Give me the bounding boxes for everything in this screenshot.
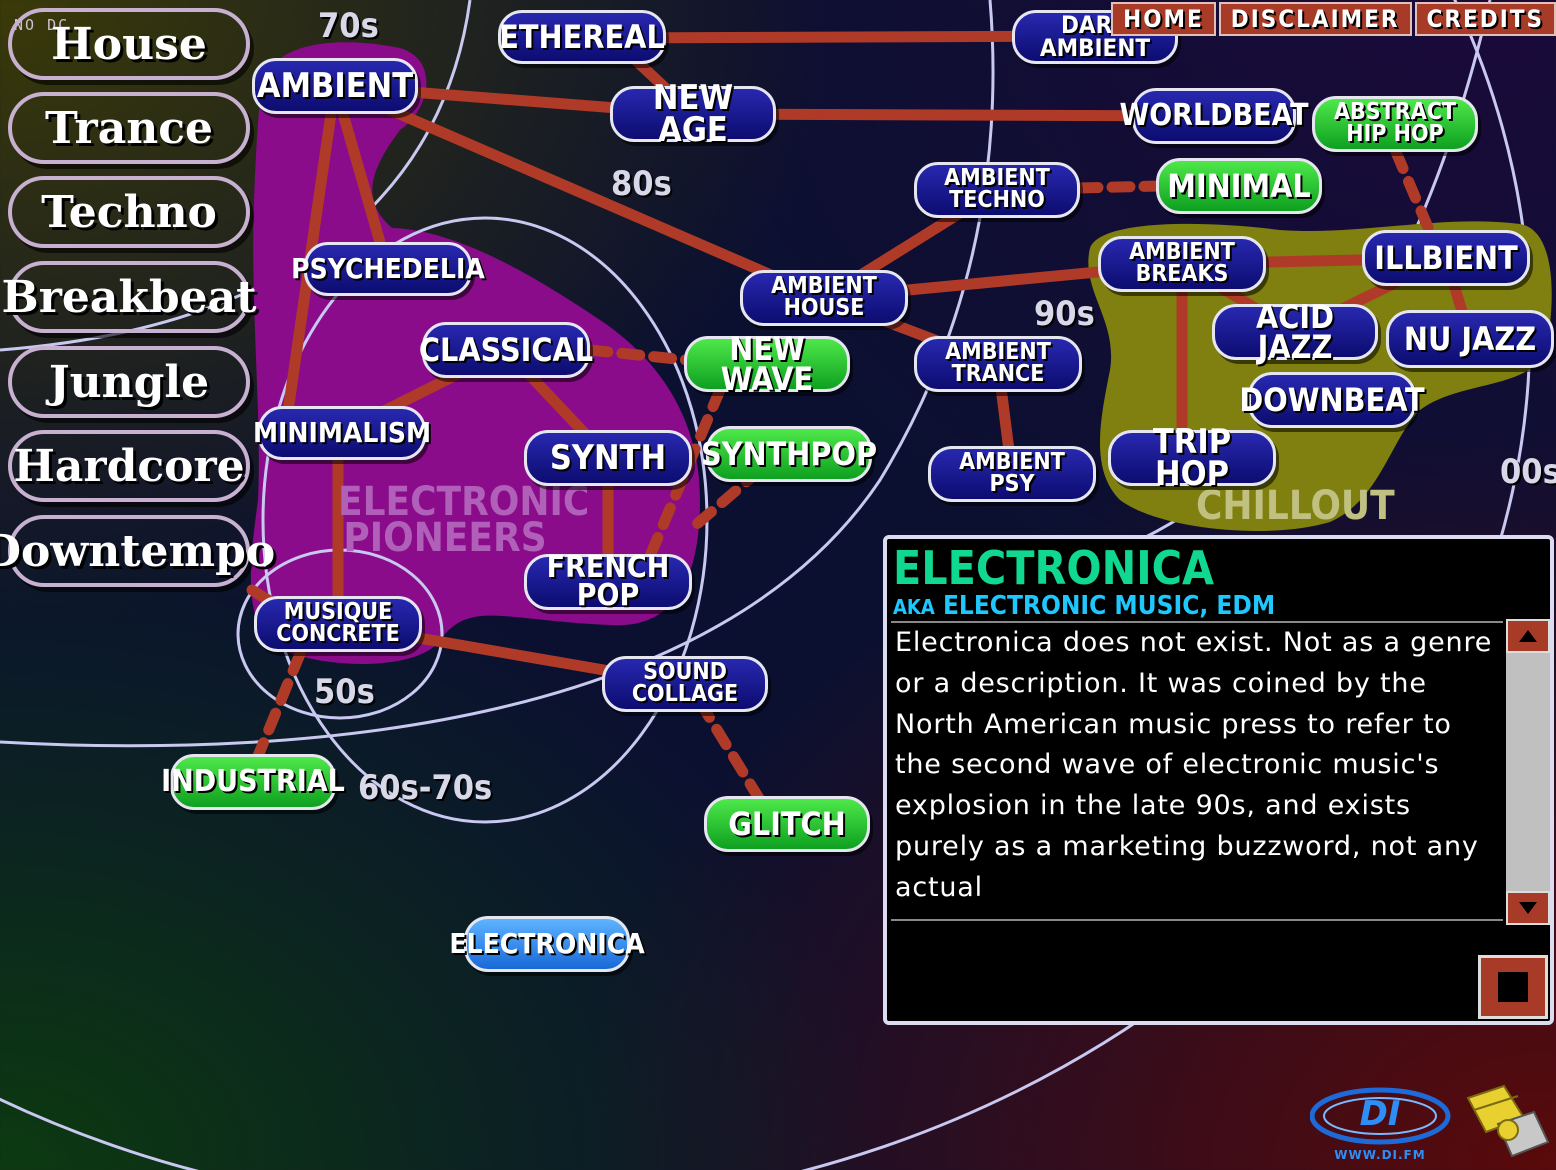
scroll-up-button[interactable] (1506, 619, 1550, 653)
genre-node-ambient-breaks[interactable]: AMBIENT BREAKS (1098, 236, 1266, 292)
genre-node-classical[interactable]: CLASSICAL (419, 322, 593, 378)
connector-ambient-psychedelia (329, 80, 394, 276)
connector-ambient-ambient-house (329, 80, 830, 304)
info-title: ELECTRONICA (893, 541, 1214, 595)
genre-node-minimalism[interactable]: MINIMALISM (253, 406, 431, 460)
arrow-up-icon (1519, 630, 1537, 642)
connector-dashed-classical-new-wave (584, 344, 692, 366)
nav-credits-button[interactable]: CREDITS (1414, 2, 1556, 36)
di-logo-icon (1309, 1087, 1451, 1145)
era-label-80s: 80s (611, 164, 672, 204)
genre-node-abstract-hip-hop[interactable]: ABSTRACT HIP HOP (1312, 96, 1478, 152)
genre-node-industrial[interactable]: INDUSTRIAL (161, 754, 345, 810)
connector-dashed-new-wave-french-pop (644, 384, 726, 562)
era-label-70s: 70s (318, 6, 379, 46)
genre-node-french-pop[interactable]: FRENCH POP (524, 552, 692, 611)
category-button-techno[interactable]: Techno (8, 176, 250, 248)
genre-node-illbient[interactable]: ILLBIENT (1362, 230, 1530, 286)
genre-node-glitch[interactable]: GLITCH (704, 796, 870, 852)
genre-node-minimal[interactable]: MINIMAL (1156, 158, 1322, 214)
category-button-breakbeat[interactable]: Breakbeat (2, 261, 256, 333)
connector-dashed-sound-collage-glitch (694, 696, 766, 806)
era-label-00s: 00s (1500, 452, 1556, 492)
genre-node-ambient[interactable]: AMBIENT (252, 58, 418, 114)
genre-node-ambient-trance[interactable]: AMBIENT TRANCE (914, 336, 1082, 392)
genre-node-worldbeat[interactable]: WORLDBEAT (1119, 88, 1309, 144)
top-nav: HOME DISCLAIMER CREDITS (1108, 2, 1556, 36)
era-label-50s: 50s (314, 672, 375, 712)
stop-icon (1498, 972, 1528, 1002)
genre-node-electronica[interactable]: ELECTRONICA (449, 916, 645, 972)
category-button-trance[interactable]: Trance (8, 92, 250, 164)
genre-node-ambient-house[interactable]: AMBIENT HOUSE (740, 270, 908, 326)
info-aka-value: ELECTRONIC MUSIC, EDM (942, 591, 1276, 621)
genre-node-ambient-psy[interactable]: AMBIENT PSY (928, 446, 1096, 502)
category-button-downtempo[interactable]: Downtempo (0, 515, 275, 587)
connector-new-age-worldbeat (687, 108, 1220, 122)
info-aka: AKA ELECTRONIC MUSIC, EDM (893, 591, 1275, 621)
category-button-jungle[interactable]: Jungle (8, 346, 250, 418)
satellite-icon[interactable] (1464, 1084, 1550, 1164)
genre-node-ambient-techno[interactable]: AMBIENT TECHNO (914, 162, 1080, 218)
di-logo-url: WWW.DI.FM (1334, 1148, 1426, 1162)
genre-node-synth[interactable]: SYNTH (524, 430, 692, 486)
connector-dashed-musique-concrete-industrial (252, 648, 306, 762)
category-button-hardcore[interactable]: Hardcore (8, 430, 250, 502)
stop-button[interactable] (1478, 955, 1548, 1019)
genre-node-psychedelia[interactable]: PSYCHEDELIA (291, 242, 485, 296)
era-ring-90s (0, 0, 995, 748)
info-scrollbar[interactable] (1506, 619, 1550, 925)
genre-node-trip-hop[interactable]: TRIP HOP (1108, 425, 1276, 491)
region-label-chillout: CHILLOUT (1196, 483, 1395, 529)
arrow-down-icon (1519, 902, 1537, 914)
nav-home-button[interactable]: HOME (1111, 2, 1216, 36)
genre-node-musique-concrete[interactable]: MUSIQUE CONCRETE (254, 596, 422, 652)
genre-node-synthpop[interactable]: SYNTHPOP (701, 426, 877, 482)
di-logo-text: DI (1359, 1094, 1401, 1134)
info-description: Electronica does not exist. Not as a gen… (891, 621, 1503, 921)
genre-node-new-age[interactable]: NEW AGE (610, 81, 776, 147)
genre-node-ethereal[interactable]: ETHEREAL (498, 10, 666, 64)
di-fm-logo[interactable]: DI WWW.DI.FM (1309, 1086, 1454, 1166)
era-label-60s-70s: 60s-70s (358, 768, 493, 808)
era-label-90s: 90s (1034, 294, 1095, 334)
connector-dashed-abstract-hip-hop-illbient (1390, 146, 1436, 238)
genre-node-acid-jazz[interactable]: ACID JAZZ (1212, 301, 1378, 363)
region-label-electronic-pioneers: ELECTRONIC PIONEERS (338, 479, 590, 561)
nav-disclaimer-button[interactable]: DISCLAIMER (1218, 2, 1412, 36)
genre-node-downbeat[interactable]: DOWNBEAT (1239, 372, 1425, 428)
genre-node-nu-jazz[interactable]: NU JAZZ (1386, 310, 1554, 368)
scroll-down-button[interactable] (1506, 891, 1550, 925)
genre-node-new-wave[interactable]: NEW WAVE (684, 333, 850, 395)
category-button-house[interactable]: House (8, 8, 250, 80)
genre-info-panel: ELECTRONICA AKA ELECTRONIC MUSIC, EDM El… (883, 535, 1554, 1025)
genre-node-sound-collage[interactable]: SOUND COLLAGE (602, 656, 768, 712)
info-aka-prefix: AKA (893, 595, 935, 619)
connector-dashed-ambient-techno-minimal (1074, 180, 1164, 194)
